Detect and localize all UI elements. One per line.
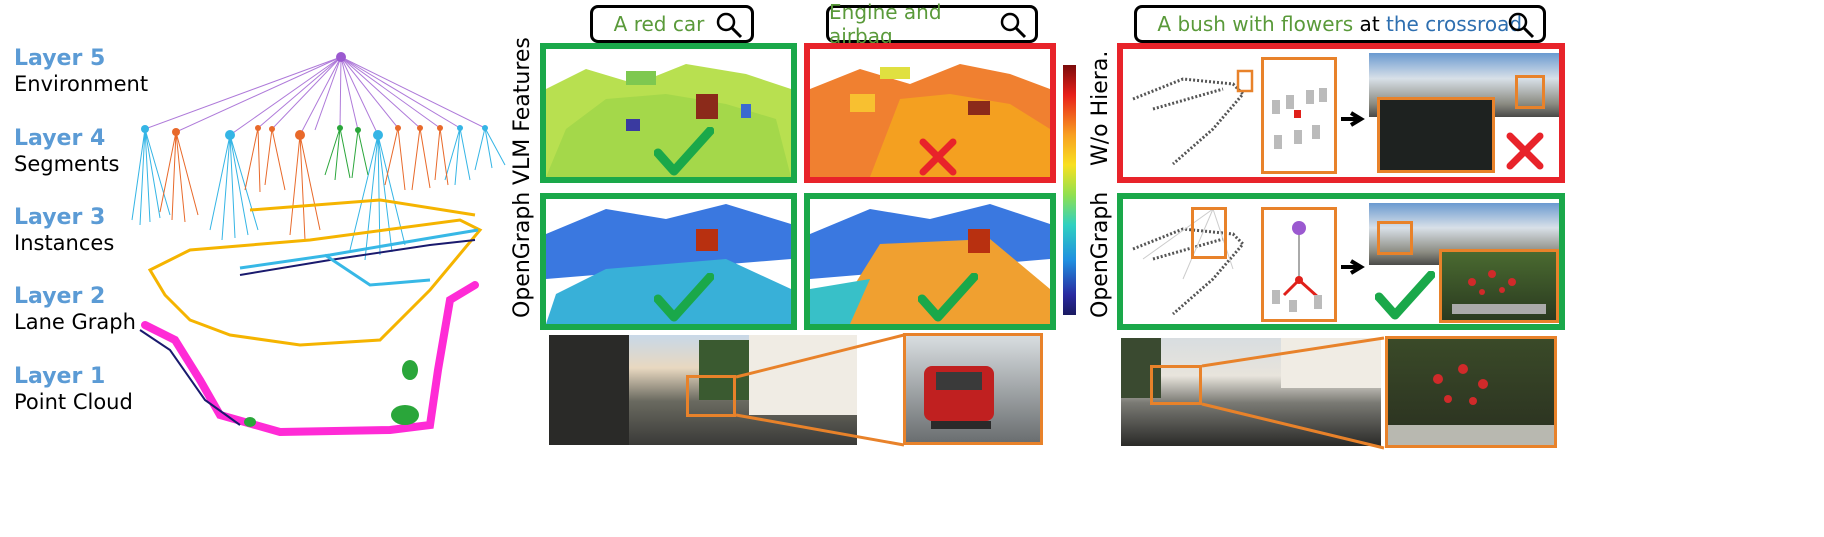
layer5-title: Layer 5 [14,46,106,71]
highlight-box-correct [1377,221,1413,255]
query-engine-airbag: Engine and airbag [826,0,1038,48]
panel-opengraph-engine-airbag [804,193,1056,330]
bush-flowers-image [1388,364,1554,445]
cross-icon [919,138,957,176]
arrow-right-icon [1341,259,1365,275]
point-cloud-green [244,360,419,427]
colorbar [1063,65,1076,315]
layer1-title: Layer 1 [14,364,106,389]
layer5-name: Environment [14,72,149,96]
flowers [1452,270,1546,314]
layer3-title: Layer 3 [14,205,106,230]
zoom-car-photo [903,333,1043,445]
zoom-box-wo-hiera [1261,57,1337,174]
check-icon [654,273,714,322]
root-edges [144,56,486,136]
red-car-image [924,366,994,429]
layer2-title: Layer 2 [14,284,106,309]
objects-grid [1272,88,1327,149]
graph-path [1272,221,1322,312]
layer2-name: Lane Graph [14,310,136,334]
layer3-name: Instances [14,231,115,255]
query-red-car: A red car [590,5,754,43]
graph-nodes [141,52,488,140]
layer4-name: Segments [14,152,120,176]
highlight-box-crossroad [1150,365,1202,405]
query-bush-crossroad: A bush with flowers at the crossroad [1134,5,1546,43]
zoom-wrong-bush [1377,97,1495,173]
hierarchy-graph [131,52,506,437]
check-icon [654,127,714,176]
zoom-box-opengraph [1261,207,1337,322]
point-cloud-edge [139,239,476,426]
row-label-wo-hiera: W/o Hiera. [1088,50,1113,166]
point-cloud-road [141,281,479,437]
point-cloud-blue [239,228,479,287]
orange-fans [159,127,449,241]
layer4-title: Layer 4 [14,126,106,151]
panel-vlm-red-car [540,43,797,183]
row-label-opengraph: OpenGraph [510,191,535,318]
arrow-right-icon [1341,111,1365,127]
blue-fans [131,127,506,261]
pointcloud-wo-hiera [1132,69,1254,166]
lane-graph [147,198,483,347]
magnifier-icon [1508,12,1535,39]
highlight-box-wrong [1515,75,1545,109]
panel-opengraph-red-car [540,193,797,330]
check-icon [918,273,978,322]
zoom-connector-car [735,333,905,447]
zoom-connector-crossroad [1201,336,1385,450]
heatmap-vlm-red-car [546,49,791,177]
highlight-box-graph [1191,207,1227,259]
zoom-crossroad-photo [1385,336,1557,448]
cross-icon [1506,132,1544,170]
layer1-name: Point Cloud [14,390,133,414]
panel-vlm-engine-airbag [804,43,1056,183]
row-label-opengraph-2: OpenGraph [1088,191,1113,318]
row-label-vlm: VLM Features [510,37,535,185]
highlight-box-car [686,375,736,417]
magnifier-icon [1000,12,1027,39]
pointcloud-opengraph [1132,208,1246,316]
panel-opengraph-bush [1117,193,1565,330]
panel-wo-hiera [1117,43,1565,183]
zoom-correct-bush [1439,249,1559,323]
check-icon [1375,271,1435,320]
green-fans [324,127,369,181]
heatmap-opengraph-red-car [546,199,791,324]
heatmap-vlm-engine-airbag [810,49,1050,177]
magnifier-icon [716,12,743,39]
